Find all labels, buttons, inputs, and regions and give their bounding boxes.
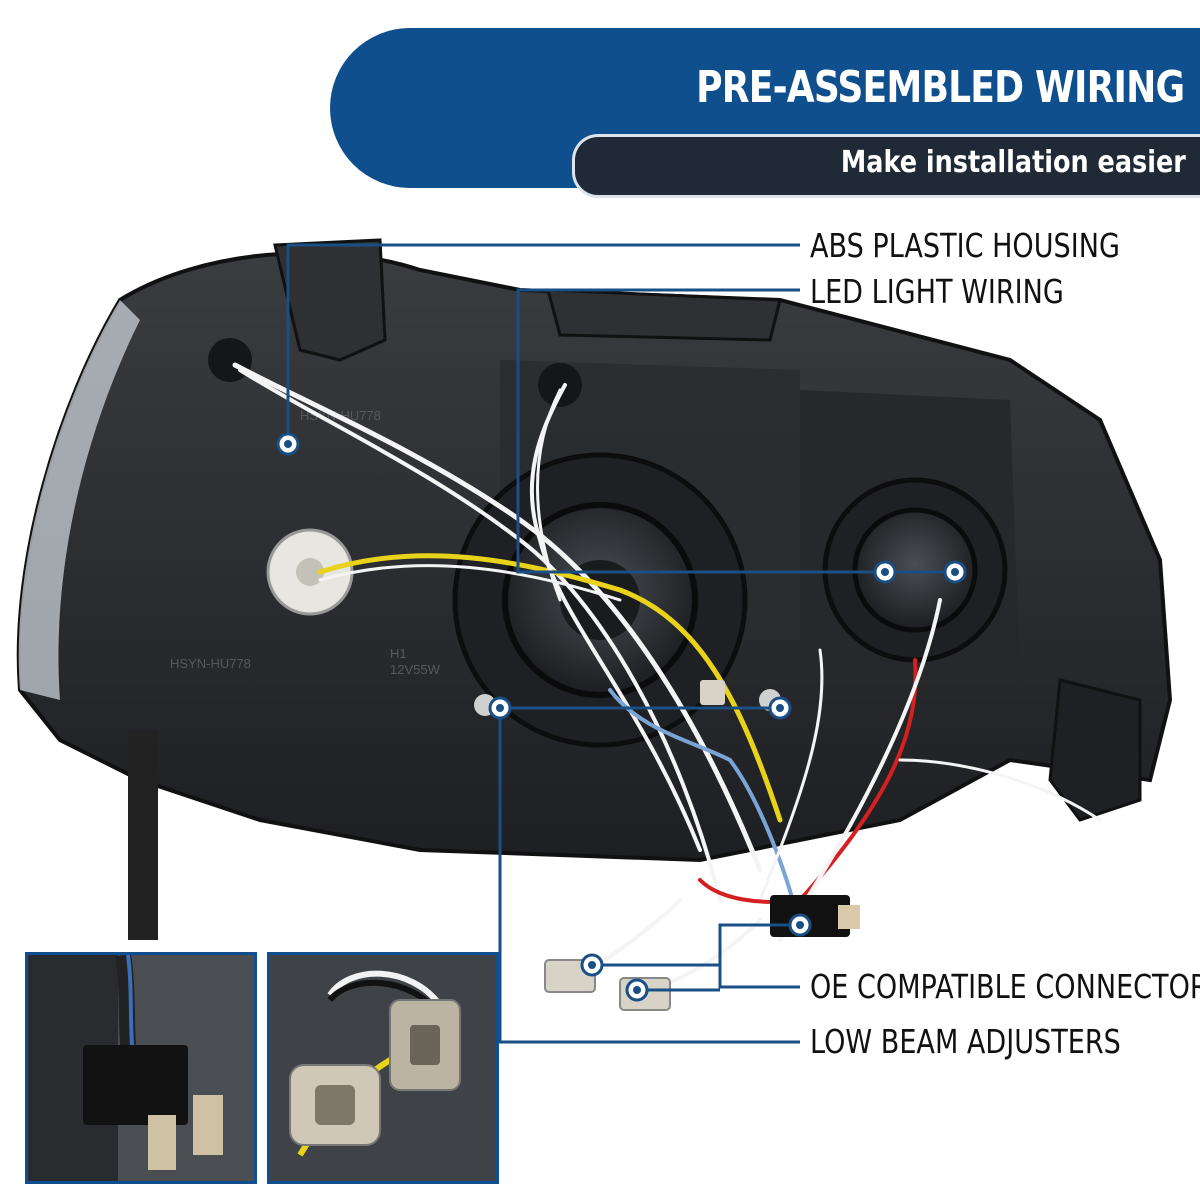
wiring-harness xyxy=(232,362,1102,992)
banner-title: PRE-ASSEMBLED WIRING xyxy=(695,62,1185,113)
high-beam-socket xyxy=(822,477,1008,663)
housing-sticker-3: H1 xyxy=(390,646,407,661)
callout-dots xyxy=(276,432,967,1002)
inset-oe-connector xyxy=(267,952,499,1184)
callout-oe-label: OE COMPATIBLE CONNECTORS xyxy=(810,967,1200,1006)
inset-h4-connector xyxy=(25,952,257,1184)
callout-led-label: LED LIGHT WIRING xyxy=(810,272,1064,311)
leader-low xyxy=(498,708,800,1044)
housing-sticker-2: HSYN-HU778 xyxy=(170,656,251,671)
housing-sticker-4: 12V55W xyxy=(390,662,441,677)
leader-led xyxy=(516,288,885,574)
subtitle-banner xyxy=(572,134,1200,198)
callout-abs-label: ABS PLASTIC HOUSING xyxy=(810,226,1120,265)
callout-leaders xyxy=(286,243,955,1044)
leader-abs xyxy=(286,243,800,444)
banner-subtitle: Make installation easier xyxy=(841,145,1186,180)
oe-connector-image xyxy=(270,955,496,1181)
turn-signal-socket xyxy=(266,528,354,616)
callout-low-label: LOW BEAM ADJUSTERS xyxy=(810,1022,1121,1061)
grommet-top-center xyxy=(538,363,582,407)
h4-connector-image xyxy=(28,955,254,1181)
